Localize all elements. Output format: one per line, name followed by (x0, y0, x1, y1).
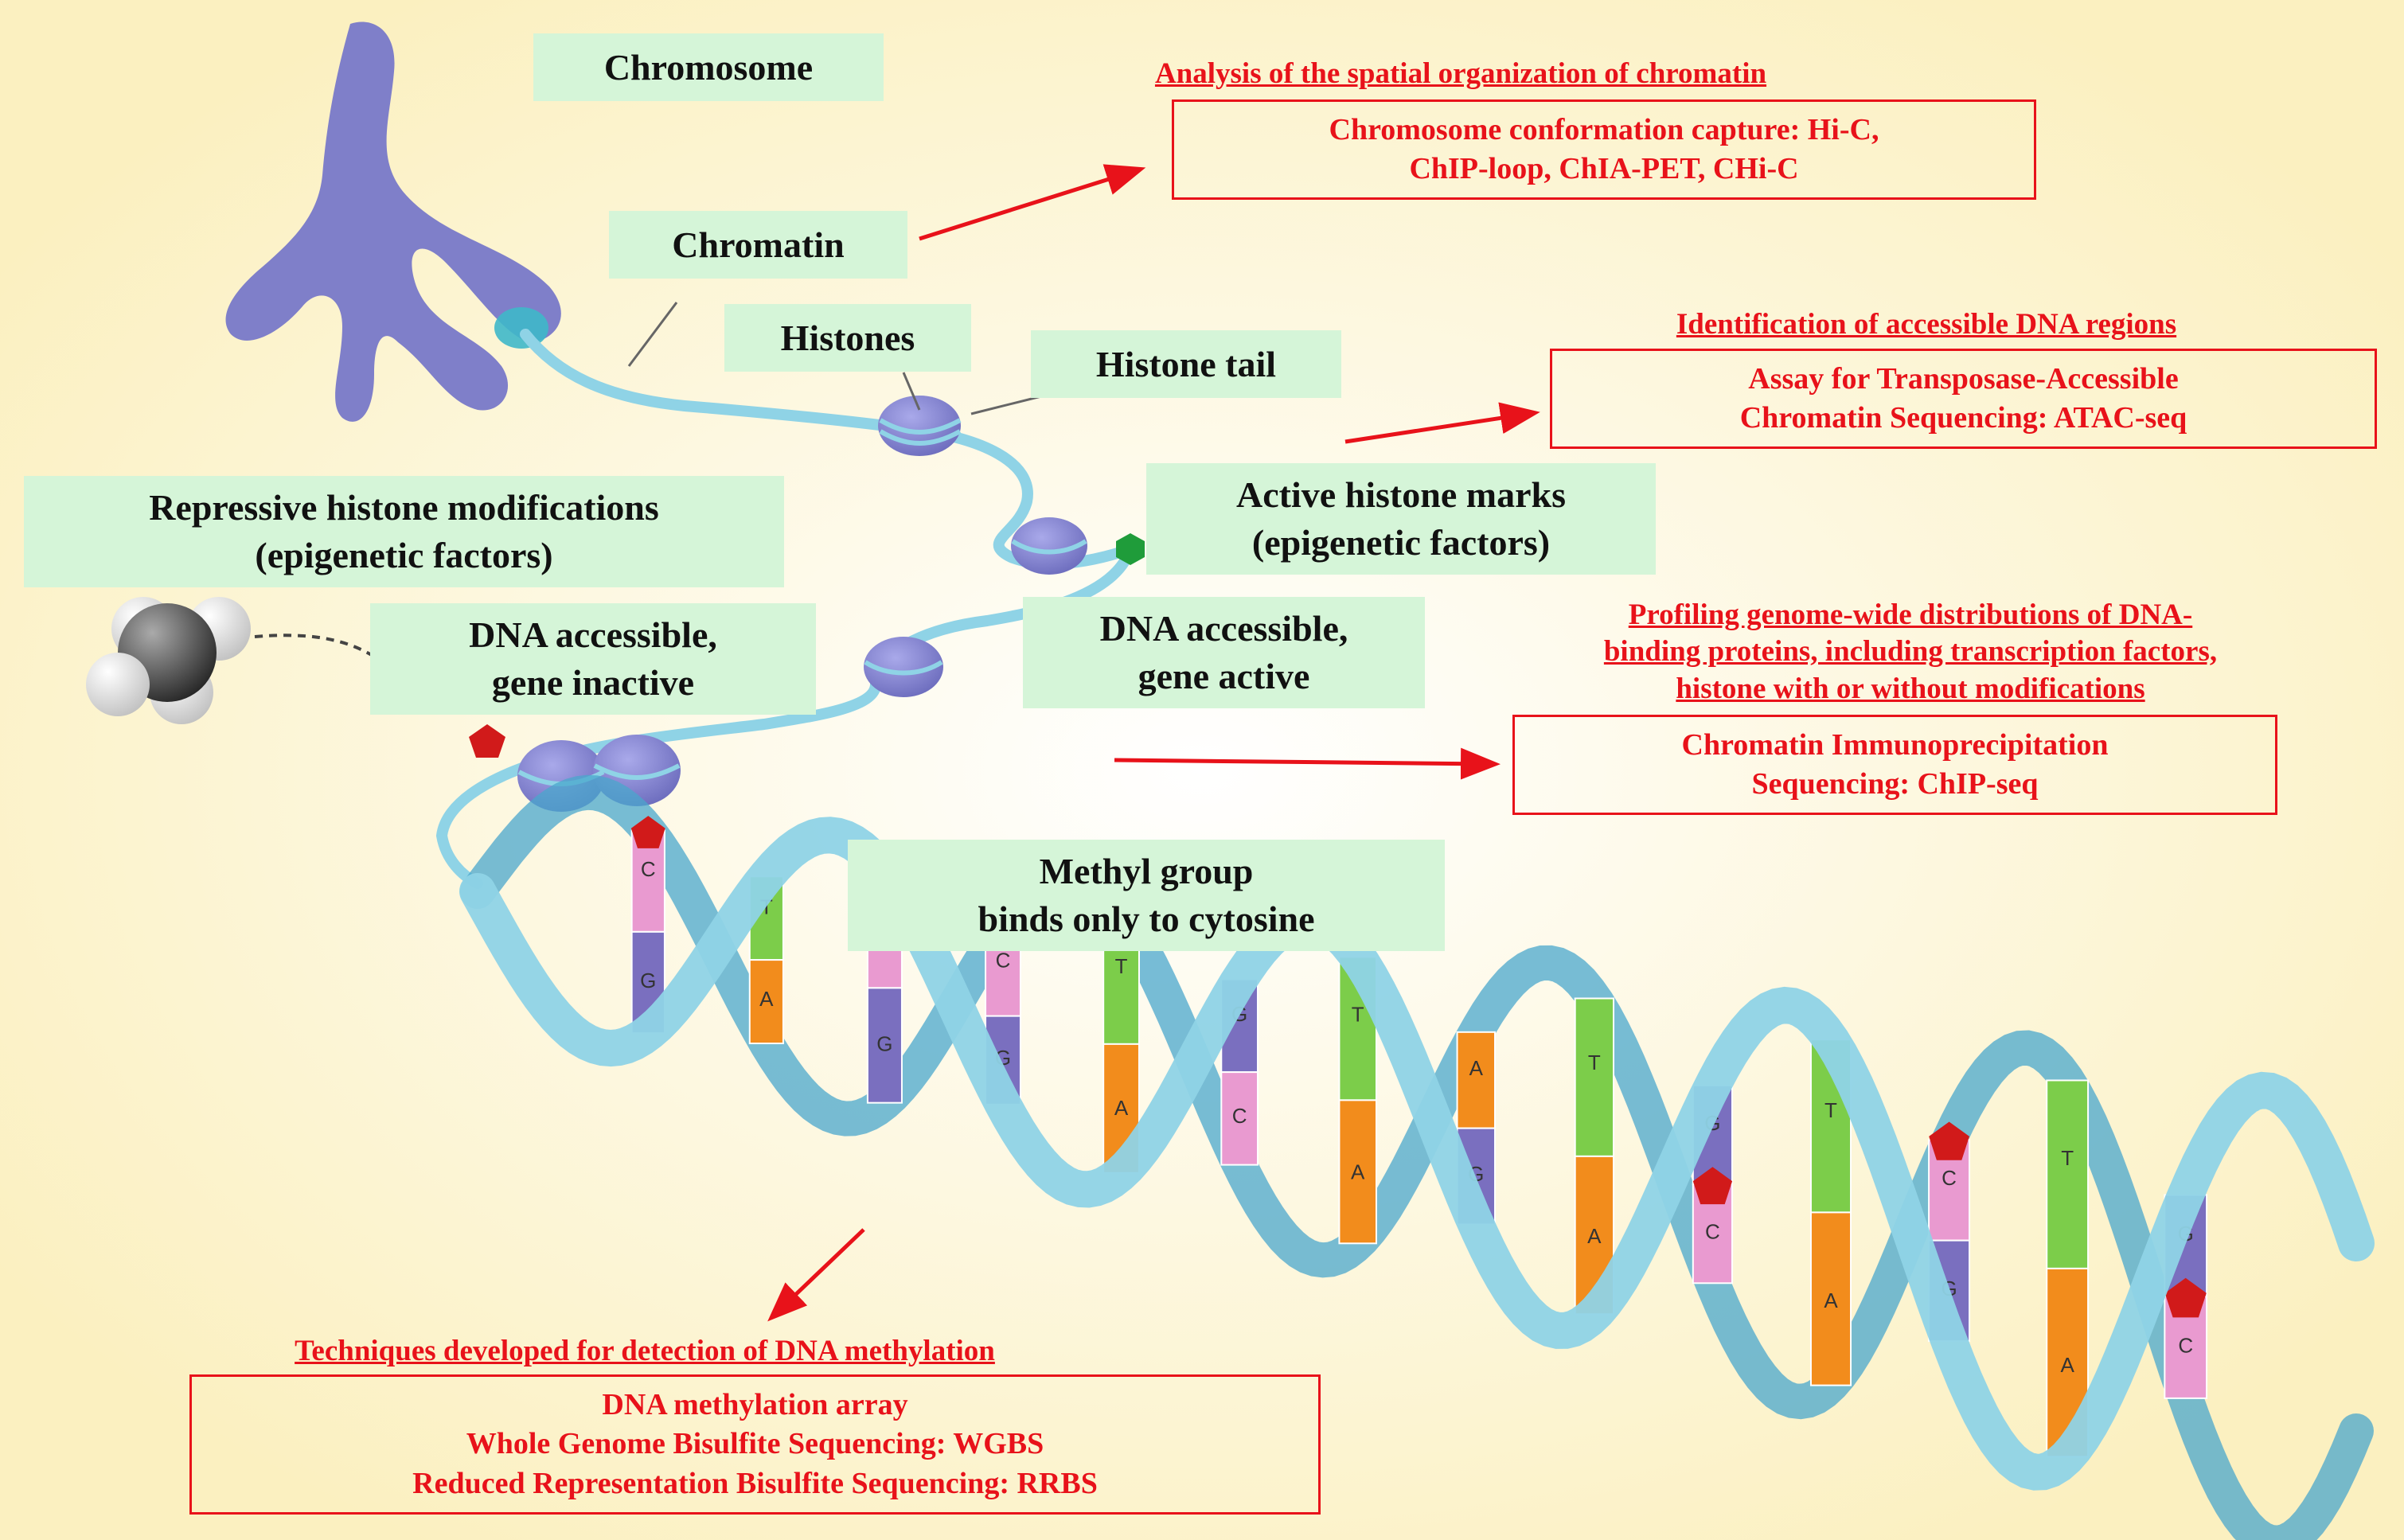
chromatin-leader (627, 302, 678, 367)
methyl-group-icon (2164, 1277, 2207, 1318)
active-marks-label: Active histone marks (epigenetic factors… (1146, 463, 1656, 575)
chromatin-label: Chromatin (609, 211, 907, 279)
histones-leader (902, 372, 921, 411)
arrow-accessible (1344, 402, 1540, 444)
methyl-molecule-leader (254, 634, 376, 658)
dna-active-label: DNA accessible, gene active (1023, 597, 1425, 708)
active-mark-icon (1116, 533, 1145, 565)
base-letter: A (2060, 1353, 2074, 1377)
arrow-profiling (1114, 747, 1501, 780)
profiling-methods-box: Chromatin Immunoprecipitation Sequencing… (1512, 715, 2277, 815)
methylation-technique-title: Techniques developed for detection of DN… (295, 1335, 995, 1367)
base-letter: A (1114, 1096, 1129, 1120)
base-letter: A (1824, 1289, 1838, 1312)
base-letter: A (1351, 1160, 1365, 1183)
accessible-methods-box: Assay for Transposase-Accessible Chromat… (1550, 349, 2377, 449)
dna-strand-front (459, 817, 2375, 1491)
base-letter: G (876, 1032, 892, 1056)
methylation-methods-box: DNA methylation array Whole Genome Bisul… (189, 1374, 1321, 1515)
chromosome-icon (225, 21, 561, 422)
arrow-methylation (767, 1228, 865, 1322)
spatial-technique-title: Analysis of the spatial organization of … (1154, 57, 1767, 90)
chromatin-end-icon (494, 307, 548, 349)
methyl-group-icon (630, 816, 665, 848)
histone-upper-icon (878, 396, 962, 456)
base-letter: T (1352, 1002, 1364, 1026)
base-c-bar (1220, 1071, 1259, 1166)
dna-inactive-label: DNA accessible, gene inactive (370, 603, 816, 715)
methyl-group-label: Methyl group binds only to cytosine (848, 840, 1445, 951)
base-a-bar (1338, 1099, 1377, 1245)
methyl-group-icon (1692, 1167, 1733, 1205)
chromosome-label: Chromosome (533, 33, 884, 101)
arrow-spatial (919, 164, 1146, 241)
dna-strand-back (460, 774, 2374, 1540)
base-a-bar (1809, 1211, 1852, 1386)
base-letter: C (996, 948, 1011, 972)
base-t-bar (1574, 997, 1615, 1157)
base-letter: C (641, 857, 656, 881)
base-letter: C (2178, 1333, 2193, 1357)
methyl-molecule-icon (86, 597, 251, 724)
spatial-methods-box: Chromosome conformation capture: Hi-C, C… (1172, 99, 2036, 200)
accessible-technique-title: Identification of accessible DNA regions (1676, 308, 2177, 341)
base-letter: A (1587, 1224, 1602, 1248)
dna-double-helix: CGTACGCGTAGCTAAGTAGCTACGTAGC (459, 774, 2375, 1540)
base-letter: T (1588, 1051, 1601, 1074)
base-letter: C (1232, 1104, 1247, 1128)
histone-tail-label: Histone tail (1031, 330, 1341, 398)
repressive-modifications-label: Repressive histone modifications (epigen… (24, 476, 784, 587)
histones-label: Histones (724, 304, 971, 372)
base-letter: C (1942, 1166, 1957, 1190)
base-letter: T (1824, 1098, 1837, 1122)
base-letter: G (640, 969, 656, 992)
histone-middle-icon (864, 637, 943, 697)
base-t-bar (2046, 1079, 2090, 1269)
histone-active-icon (1011, 517, 1087, 575)
base-letter: T (1115, 954, 1128, 978)
base-letter: T (2061, 1146, 2074, 1170)
base-letter: C (1705, 1219, 1720, 1243)
base-letter: A (1469, 1056, 1484, 1080)
base-letter: A (759, 987, 774, 1011)
base-a-bar (748, 959, 784, 1045)
repressive-mark-icon (469, 724, 505, 758)
profiling-technique-title: Profiling genome-wide distributions of D… (1603, 598, 2218, 705)
base-g-bar (866, 987, 903, 1104)
base-a-bar (1456, 1031, 1497, 1129)
methyl-group-icon (1929, 1121, 1969, 1160)
